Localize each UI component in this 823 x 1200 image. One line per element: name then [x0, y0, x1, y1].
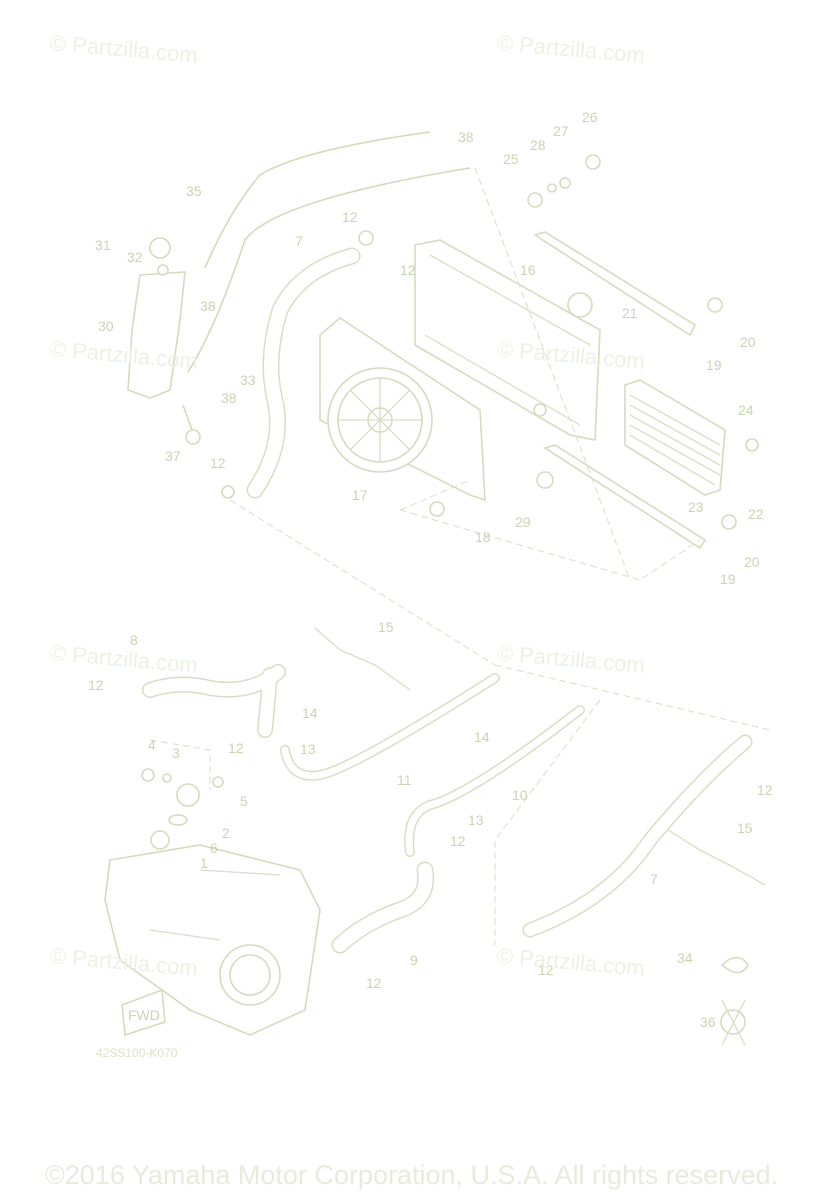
callout-38a: 38 [458, 129, 474, 145]
pipe-11 [280, 673, 500, 781]
callout-4: 4 [148, 737, 156, 753]
hose-7-lower [522, 734, 753, 938]
callout-12d: 12 [228, 740, 244, 756]
callout-17: 17 [352, 487, 368, 503]
callout-8: 8 [130, 632, 138, 648]
engine [104, 844, 321, 1036]
bracket-19 [533, 231, 707, 550]
callout-12e: 12 [450, 833, 466, 849]
callout-25: 25 [503, 151, 519, 167]
strap-15 [314, 627, 766, 886]
radiator-16 [414, 239, 601, 441]
callout-38b: 38 [200, 298, 216, 314]
leader-lines [149, 167, 771, 945]
callout-20b: 20 [744, 554, 760, 570]
hose-9 [331, 861, 435, 954]
callout-34: 34 [677, 950, 693, 966]
callout-7b: 7 [650, 871, 658, 887]
callout-13b: 13 [468, 812, 484, 828]
callout-12f: 12 [757, 782, 773, 798]
callout-2: 2 [222, 825, 230, 841]
callout-19b: 19 [720, 571, 736, 587]
clamps [720, 956, 749, 1046]
pipe-10 [404, 705, 585, 857]
callout-22: 22 [748, 506, 764, 522]
fasteners [221, 154, 759, 530]
callout-16: 16 [520, 262, 536, 278]
callout-30: 30 [98, 318, 114, 334]
callout-12b: 12 [210, 455, 226, 471]
callout-12h: 12 [538, 962, 554, 978]
callout-14a: 14 [302, 705, 318, 721]
callout-36: 36 [700, 1014, 716, 1030]
callout-13a: 13 [300, 741, 316, 757]
callout-23: 23 [688, 499, 704, 515]
callout-31: 31 [95, 237, 111, 253]
callout-32: 32 [127, 249, 143, 265]
callout-6: 6 [210, 840, 218, 856]
callout-15a: 15 [378, 619, 394, 635]
reservoir-tank-30 [127, 237, 201, 445]
hose-7-upper [246, 247, 361, 499]
callout-3: 3 [172, 745, 180, 761]
callout-1: 1 [200, 855, 208, 871]
callout-20a: 20 [740, 334, 756, 350]
callout-15b: 15 [737, 820, 753, 836]
callout-5: 5 [240, 793, 248, 809]
callout-10: 10 [512, 787, 528, 803]
callout-11: 11 [397, 772, 412, 788]
callout-37: 37 [165, 448, 181, 464]
callout-12c: 12 [88, 677, 104, 693]
callout-12g: 12 [366, 975, 382, 991]
callout-12a: 12 [342, 209, 358, 225]
svg-text:FWD: FWD [128, 1007, 160, 1023]
fwd-marker: FWD [121, 988, 166, 1037]
callout-29: 29 [515, 514, 531, 530]
fan-17 [319, 317, 486, 502]
copyright-notice: ©2016 Yamaha Motor Corporation, U.S.A. A… [44, 1160, 779, 1190]
callout-27: 27 [553, 123, 569, 139]
water-pump [141, 768, 224, 850]
callout-7a: 7 [295, 233, 303, 249]
hose-8 [142, 664, 286, 738]
callout-12i: 12 [400, 262, 416, 278]
callout-9: 9 [410, 952, 418, 968]
callout-18: 18 [475, 529, 491, 545]
callout-21: 21 [622, 305, 638, 321]
callout-14b: 14 [474, 729, 490, 745]
callout-28: 28 [530, 137, 546, 153]
callout-33: 33 [240, 372, 256, 388]
callout-38c: 38 [221, 390, 237, 406]
callout-19a: 19 [706, 357, 722, 373]
diagram-code: 42SS100-K070 [96, 1046, 178, 1060]
oil-cooler-22 [624, 379, 726, 496]
callout-35: 35 [186, 183, 202, 199]
callout-labels: 1 2 3 4 5 6 7 7 8 9 10 11 12 12 12 12 12… [88, 109, 773, 1030]
callout-26: 26 [582, 109, 598, 125]
callout-24: 24 [738, 402, 754, 418]
